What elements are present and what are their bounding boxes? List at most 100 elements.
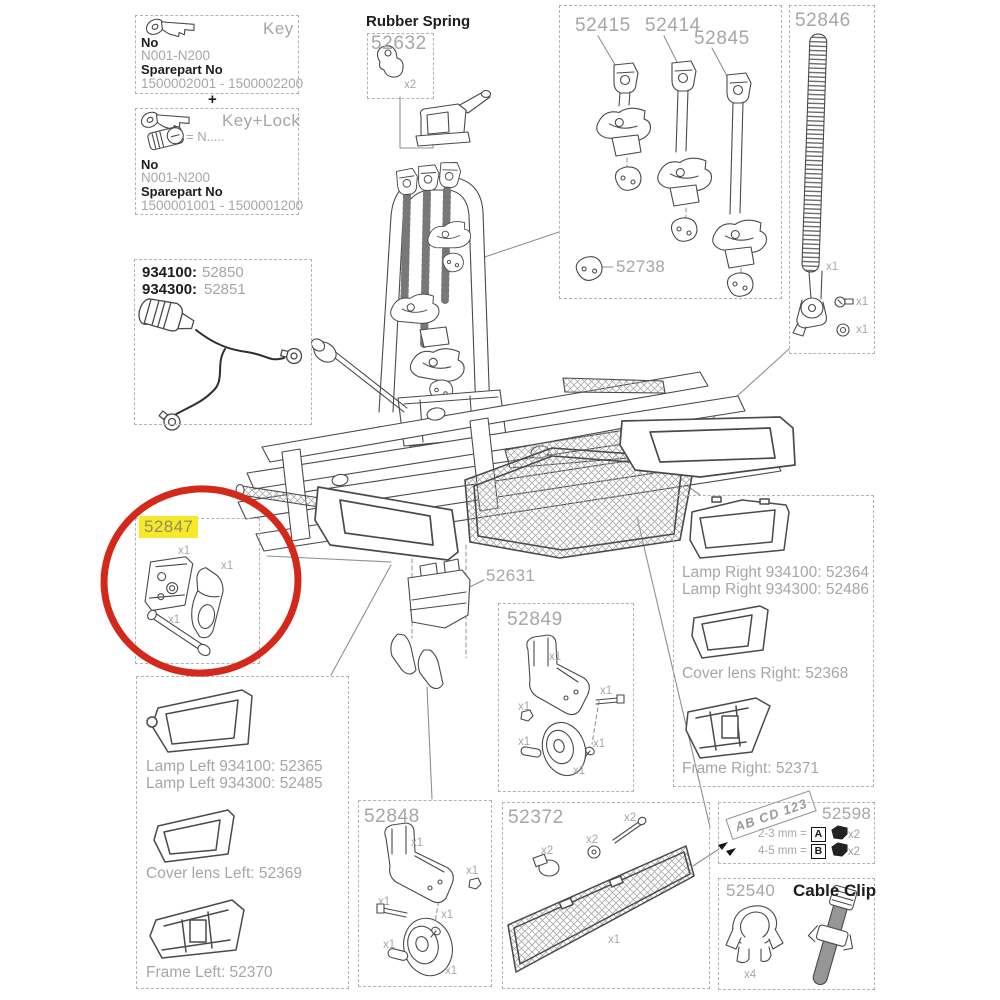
screw-52849-qty: x1 <box>593 738 606 750</box>
cable-clip-on-tube-part <box>807 884 858 986</box>
rubber-spring-title: Rubber Spring <box>366 13 471 30</box>
strap-52846-part <box>792 33 828 337</box>
key-lock-no-label: No <box>141 157 159 172</box>
strap-52846-box <box>789 5 875 354</box>
clip-row1-label: 2-3 mm = <box>758 828 807 841</box>
clip-key-a: A <box>810 827 826 842</box>
bolt-52849-qty: x1 <box>600 685 613 697</box>
cable-part <box>138 298 303 431</box>
nut-52849-qty: x1 <box>518 701 531 713</box>
knob-rod-part <box>310 338 408 413</box>
plate-holder-on-unit <box>464 447 693 559</box>
lamp-left-line1: Lamp Left 934100: 52365 <box>146 758 323 775</box>
hardware-52372-parts <box>532 816 647 877</box>
cable-clip-box <box>718 878 875 990</box>
latch-qty: x1 <box>221 560 234 572</box>
clip-row1-qty: x2 <box>847 828 861 841</box>
lamp-left-box <box>136 676 349 989</box>
strap-washer-qty: x1 <box>856 324 869 336</box>
clamp-52414-part <box>655 60 714 242</box>
rubber-spring-number: 52632 <box>371 33 427 54</box>
rubber-spring-qty: x2 <box>404 79 417 91</box>
key-lock-sparepart-value: 1500001001 - 1500001200 <box>141 198 304 213</box>
frame-52849-part <box>526 634 590 716</box>
key-lock-no-value: N001-N200 <box>141 170 211 185</box>
clamp-arms-box <box>559 5 782 299</box>
bolt-qty: x1 <box>168 614 181 626</box>
plate-number: 52372 <box>508 807 564 828</box>
wheel-52849-qty: x1 <box>573 765 586 777</box>
cable-clip-title: Cable Clip <box>793 881 877 900</box>
wheel-left-number: 52848 <box>364 806 420 827</box>
key-no-label: No <box>141 35 159 50</box>
cover-lens-left-part <box>153 809 235 863</box>
clamp-52415-part <box>594 62 653 191</box>
cable-clip-52540-part <box>725 905 784 964</box>
rubber-spring-box <box>367 33 434 99</box>
highlight-number: 52847 <box>139 516 199 538</box>
cable-code-1: 934100: <box>142 264 198 281</box>
wheel-52849-box <box>498 603 634 792</box>
nut-52848-qty: x1 <box>466 865 479 877</box>
hook-parts <box>390 633 444 690</box>
plus-sign: + <box>208 91 217 108</box>
lamp-housing-left-on-unit <box>314 486 459 561</box>
lamp-left-part <box>146 689 253 753</box>
key-sparepart-label: Sparepart No <box>141 62 223 77</box>
frame-52848-qty: x1 <box>411 837 424 849</box>
frame-left-label: Frame Left: 52370 <box>146 964 273 981</box>
clamp-label-52738: 52738 <box>616 257 666 276</box>
cable-code-2: 934300: <box>142 281 198 298</box>
cable-clip-qty: x4 <box>744 969 757 981</box>
clip-row2-label: 4-5 mm = <box>758 845 807 858</box>
cable-box <box>134 259 312 425</box>
plate-52372-qty: x1 <box>608 934 621 946</box>
thickness-arrows-icon <box>718 842 736 856</box>
key-info-box <box>135 15 299 94</box>
plate-52372-box <box>502 802 710 989</box>
clip-row2-qty: x2 <box>847 845 861 858</box>
center-part-label: 52631 <box>486 566 536 585</box>
axle-52848-qty: x1 <box>383 939 396 951</box>
cover-lens-left-label: Cover lens Left: 52369 <box>146 865 302 882</box>
strap-washer-part <box>836 323 850 337</box>
lock-icon <box>147 126 184 151</box>
clip-b-icon <box>831 842 848 857</box>
hardware-52848-parts <box>376 877 482 961</box>
lamp-right-part <box>689 496 790 559</box>
screw-52372-qty: x2 <box>624 812 637 824</box>
highlight-number-label: 52847 <box>139 516 199 538</box>
wheel-52848-qty: x1 <box>445 965 458 977</box>
cable-clip-number: 52540 <box>726 881 776 900</box>
knob-52372-qty: x2 <box>541 845 554 857</box>
clamp-52845-part <box>710 72 769 297</box>
frame-52849-qty: x1 <box>549 651 562 663</box>
frame-right-part <box>685 697 771 759</box>
key-lock-equals: = N..... <box>186 129 225 144</box>
clip-box-number: 52598 <box>822 804 872 823</box>
plate-52372-part <box>507 845 695 973</box>
strap-number: 52846 <box>795 10 851 31</box>
frame-52848-part <box>384 822 454 904</box>
bracket-qty: x1 <box>178 545 191 557</box>
frame-left-part <box>149 899 245 959</box>
lamp-right-box <box>673 495 874 787</box>
key-no-value: N001-N200 <box>141 48 211 63</box>
tensioner-buckle-part <box>415 89 492 147</box>
strap-qty: x1 <box>826 261 839 273</box>
axle-52849-qty: x1 <box>518 736 531 748</box>
strap-screw-part <box>834 296 854 308</box>
washer-52372-qty: x2 <box>586 834 599 846</box>
cable-num-2: 52851 <box>204 281 246 298</box>
lamp-right-line2: Lamp Right 934300: 52486 <box>682 581 870 598</box>
key-box-title: Key <box>263 19 294 38</box>
key-lock-sparepart-label: Sparepart No <box>141 184 223 199</box>
frame-right-label: Frame Right: 52371 <box>682 760 819 777</box>
highlight-52847-box <box>135 518 260 664</box>
lamp-housing-right-on-unit <box>619 416 796 478</box>
wheel-52849-part <box>541 721 587 777</box>
clamp-label-52415: 52415 <box>575 15 631 36</box>
clip-key-b: B <box>810 844 826 859</box>
